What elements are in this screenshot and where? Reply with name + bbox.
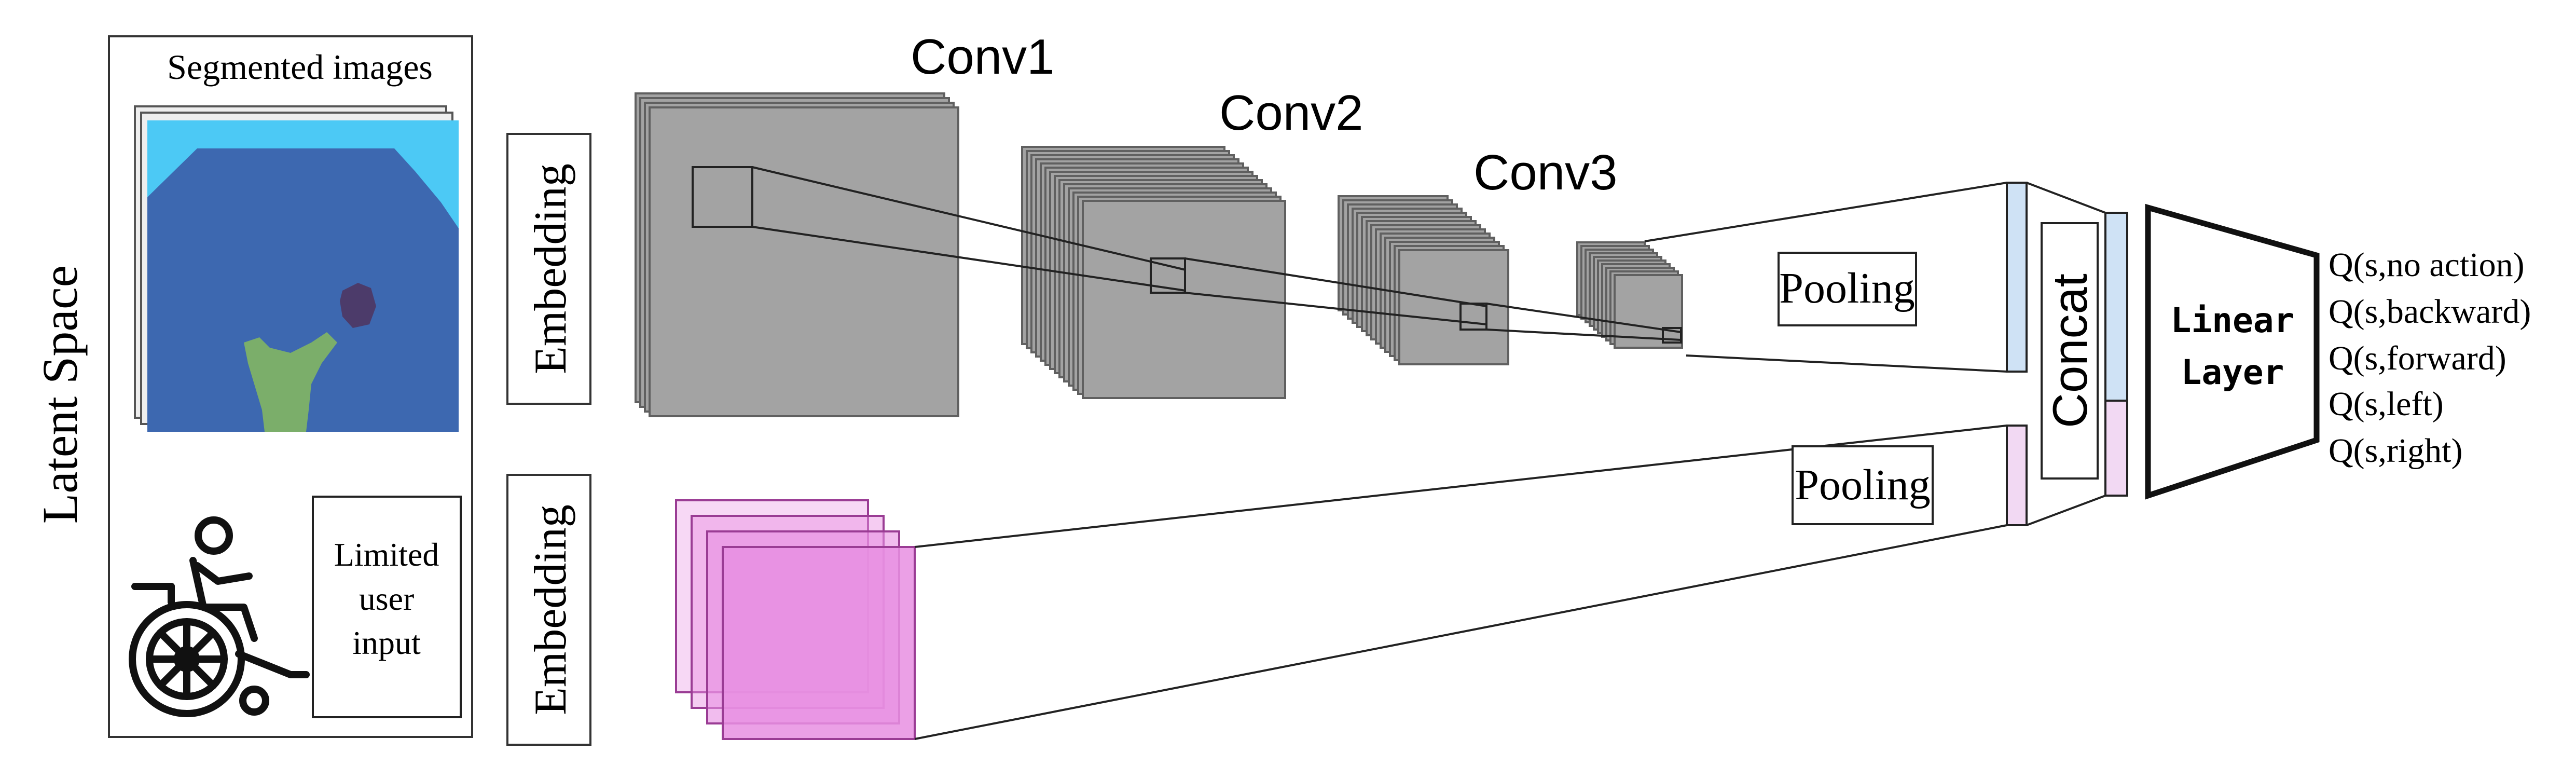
conv1-feature-map — [649, 106, 959, 417]
connector-line — [1184, 257, 1487, 307]
segmented-image-object — [340, 283, 376, 328]
user-input-label-line-1: Limited — [334, 536, 439, 573]
conv3-feature-maps — [1338, 195, 1509, 365]
connector-line — [914, 524, 2007, 740]
linear-layer-label-line-2: Layer — [2181, 352, 2284, 392]
conv-output-feature-maps — [1576, 241, 1683, 349]
receptive-field-connectors — [692, 166, 2007, 373]
pooling-bottom-label: Pooling — [1795, 461, 1930, 509]
connector-line — [2026, 182, 2106, 214]
pooled-vector-visual — [2006, 182, 2028, 373]
connector-line — [1644, 182, 2007, 242]
user-input-box — [312, 496, 462, 718]
user-embedding-layer — [722, 546, 916, 740]
user-input-embedding-stack — [675, 499, 916, 740]
segmented-image-plant — [244, 332, 337, 432]
embedding-bottom-label: Embedding — [526, 504, 576, 715]
conv3-feature-map — [1398, 249, 1509, 365]
embedding-bottom-box — [506, 474, 591, 746]
linear-layer-shape — [2145, 203, 2320, 500]
pooled-vector-user — [2006, 425, 2028, 526]
conv-output-feature-map — [1614, 274, 1683, 349]
connector-line — [752, 226, 1186, 292]
segmented-images-label: Segmented images — [167, 47, 433, 87]
q-value-output: Q(s,forward) — [2329, 339, 2506, 377]
connector-line — [752, 166, 1186, 271]
latent-space-panel — [108, 35, 473, 738]
pooling-top-label: Pooling — [1779, 264, 1914, 312]
q-value-outputs: Q(s,no action) Q(s,backward) Q(s,forward… — [2329, 246, 2531, 470]
conv-layers — [635, 92, 1683, 417]
conv2-label: Conv2 — [1219, 85, 1363, 141]
linear-layer-label-line-1: Linear — [2171, 300, 2294, 340]
embedding-top-box — [506, 133, 591, 405]
user-input-label-line-2: user — [359, 580, 415, 617]
segmented-image — [147, 120, 459, 432]
conv2-feature-maps — [1021, 146, 1286, 399]
concat-vector-visual-part — [2104, 212, 2128, 402]
conv3-kernel-window — [1459, 303, 1487, 331]
conv3-label: Conv3 — [1473, 145, 1618, 200]
embedding-top-label: Embedding — [526, 163, 576, 374]
connector-line — [1686, 354, 2007, 373]
q-value-output: Q(s,right) — [2329, 432, 2462, 470]
segmented-image-water — [147, 148, 459, 432]
connector-line — [2026, 495, 2106, 526]
connector-line — [1486, 329, 1682, 341]
connector-line — [1486, 303, 1682, 333]
conv1-label: Conv1 — [911, 29, 1055, 85]
q-value-output: Q(s,no action) — [2329, 246, 2525, 284]
q-value-output: Q(s,backward) — [2329, 293, 2531, 331]
user-input-label-line-3: input — [352, 624, 421, 661]
latent-space-label: Latent Space — [32, 265, 88, 524]
conv2-kernel-window — [1150, 257, 1186, 294]
wheelchair-user-icon — [129, 516, 310, 717]
concat-label: Concat — [2043, 273, 2097, 428]
concat-connectors — [2026, 182, 2106, 526]
concat-vector-user-part — [2104, 400, 2128, 497]
conv1-kernel-window — [692, 166, 753, 228]
q-value-output: Q(s,left) — [2329, 385, 2444, 423]
pooling-bottom-box — [1792, 445, 1934, 525]
conv1-feature-maps — [635, 92, 959, 417]
conv-output-window — [1662, 327, 1682, 344]
segmented-image-stack — [134, 105, 459, 432]
concat-box — [2041, 222, 2099, 480]
connector-line — [1184, 292, 1487, 325]
pooling-top-box — [1778, 252, 1917, 326]
